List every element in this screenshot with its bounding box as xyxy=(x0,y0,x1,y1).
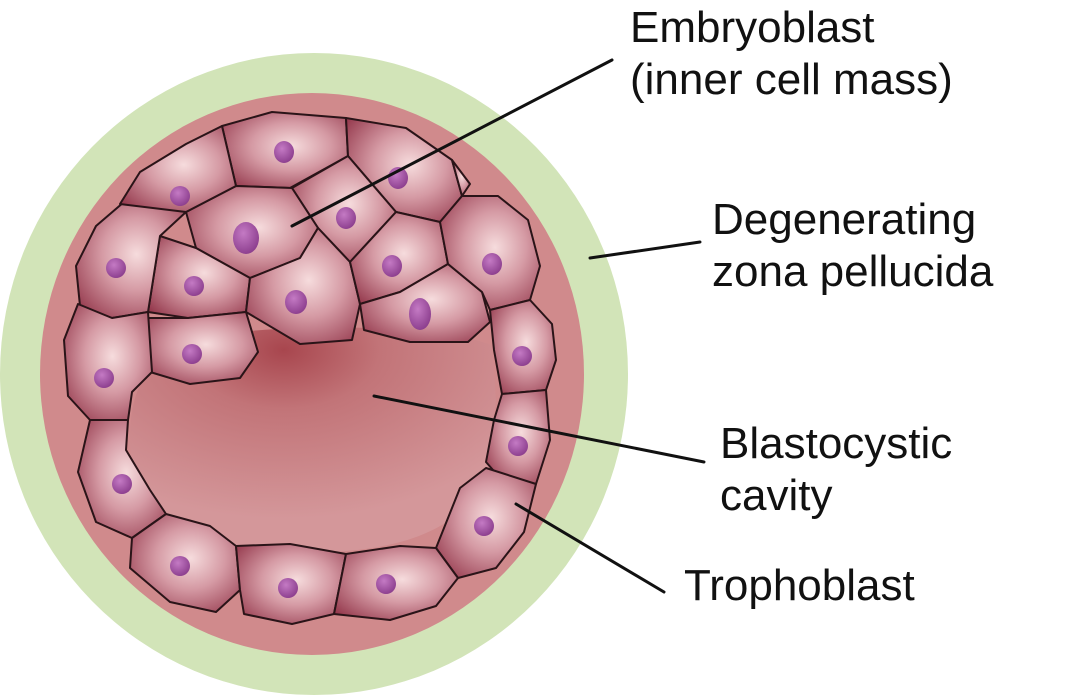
nucleus xyxy=(376,574,396,594)
blastocystic-cavity-label: Blastocystic cavity xyxy=(720,418,952,522)
nucleus xyxy=(482,253,502,275)
nucleus xyxy=(274,141,294,163)
trophoblast-label-line1: Trophoblast xyxy=(684,561,915,610)
zona-leader-line xyxy=(588,240,702,260)
cavity-label-line2: cavity xyxy=(720,471,833,520)
embryoblast-label-line2: (inner cell mass) xyxy=(630,55,953,104)
embryoblast-leader-line xyxy=(290,58,614,228)
trophoblast-cell xyxy=(119,125,237,213)
trophoblast-label: Trophoblast xyxy=(684,560,915,612)
nucleus xyxy=(94,368,114,388)
blastocystic-cavity xyxy=(129,327,496,553)
nucleus xyxy=(508,436,528,456)
embryoblast-label-line1: Embryoblast xyxy=(630,3,875,52)
nucleus xyxy=(106,258,126,278)
nucleus xyxy=(182,344,202,364)
nucleus xyxy=(170,556,190,576)
zona-label-line2: zona pellucida xyxy=(712,247,994,296)
trophoblast-leader-line xyxy=(514,502,666,594)
trophoblast-cell xyxy=(439,195,541,311)
nucleus-group xyxy=(94,141,532,598)
nucleus xyxy=(512,346,532,366)
nucleus xyxy=(336,207,356,229)
trophoblast-cell xyxy=(63,303,153,421)
nucleus xyxy=(184,276,204,296)
trophoblast-cell xyxy=(451,159,471,197)
nucleus xyxy=(285,290,307,314)
zona-label-line1: Degenerating xyxy=(712,195,977,244)
trophoblast-cell xyxy=(333,545,459,621)
nucleus xyxy=(278,578,298,598)
cavity-leader-line xyxy=(372,394,706,464)
embryoblast-label: Embryoblast (inner cell mass) xyxy=(630,2,953,106)
nucleus xyxy=(382,255,402,277)
cavity-label-line1: Blastocystic xyxy=(720,419,953,468)
nucleus xyxy=(112,474,132,494)
nucleus xyxy=(233,222,259,254)
nucleus xyxy=(409,298,431,330)
zona-pellucida-label: Degenerating zona pellucida xyxy=(712,194,993,298)
nucleus xyxy=(474,516,494,536)
nucleus xyxy=(170,186,190,206)
